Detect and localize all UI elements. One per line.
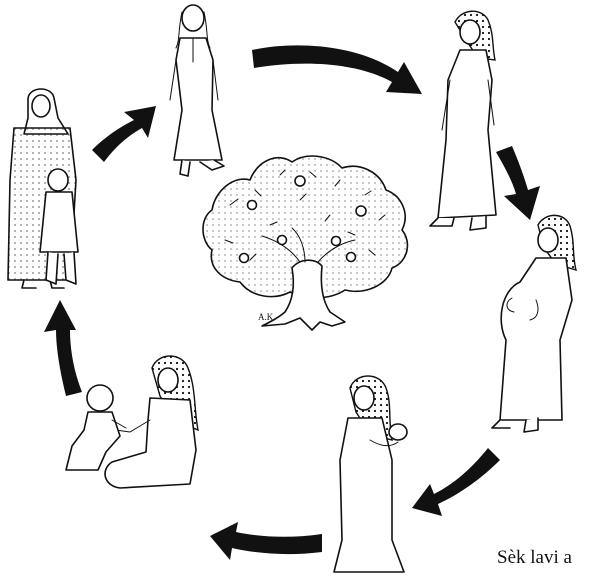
artist-signature: A.K. bbox=[258, 312, 276, 322]
caption-text: Sèk lavi a bbox=[497, 547, 572, 569]
mother-with-infant-figure bbox=[334, 376, 407, 572]
woman-headscarf-figure bbox=[430, 11, 496, 230]
arrow-icon bbox=[44, 300, 82, 396]
apple-tree-icon: A.K. bbox=[203, 156, 407, 330]
mother-with-toddler-figure bbox=[66, 356, 198, 488]
grandmother-with-child-figure bbox=[8, 89, 78, 288]
pregnant-woman-figure bbox=[492, 215, 576, 432]
arrow-icon bbox=[210, 522, 322, 560]
arrow-icon bbox=[496, 146, 540, 220]
arrow-icon bbox=[92, 106, 156, 162]
arrow-icon bbox=[412, 448, 500, 516]
arrow-icon bbox=[252, 45, 422, 94]
young-woman-figure bbox=[170, 5, 224, 176]
